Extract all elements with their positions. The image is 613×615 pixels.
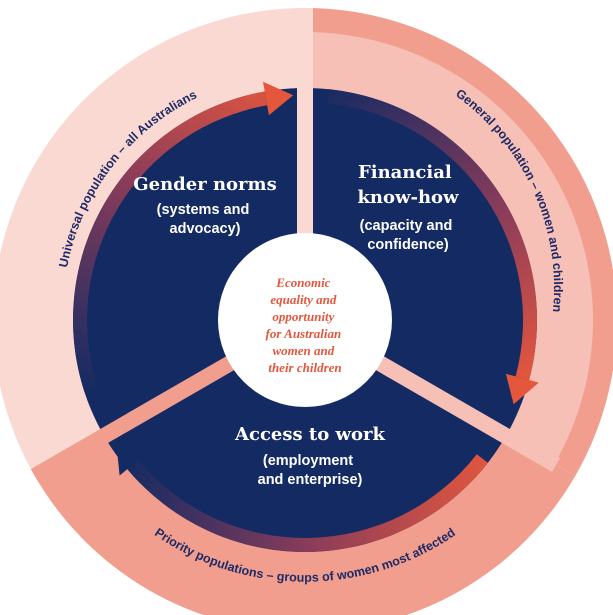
segment-separator <box>30 353 240 483</box>
center-statement: Economic equality and opportunity for Au… <box>266 275 345 375</box>
financial-know-how-subtitle: (capacity and confidence) <box>360 218 457 253</box>
cycle-arrows <box>73 81 539 552</box>
arrowhead-financial-know-how <box>505 373 539 405</box>
financial-know-how-title: Financial know-how <box>357 162 459 208</box>
arrow-access-to-work <box>127 454 488 552</box>
gender-norms-subtitle: (systems and advocacy) <box>157 202 254 237</box>
segment-separator <box>370 353 561 472</box>
access-to-work-segment <box>104 320 506 552</box>
gender-norms-title: Gender norms <box>133 174 276 195</box>
access-to-work-title: Access to work <box>234 424 385 445</box>
access-to-work-subtitle: (employment and enterprise) <box>258 453 363 488</box>
center-circle <box>218 233 392 407</box>
center-line: equality and <box>270 292 337 307</box>
center-line: their children <box>268 360 341 375</box>
arrowhead-access-to-work <box>116 442 146 476</box>
center-line: women and <box>272 343 334 358</box>
center-line: Economic <box>275 275 330 290</box>
center-line: opportunity <box>272 309 334 324</box>
center-line: for Australian <box>266 326 342 341</box>
arrowhead-gender-norms <box>263 81 294 116</box>
segment-separators <box>30 8 561 483</box>
